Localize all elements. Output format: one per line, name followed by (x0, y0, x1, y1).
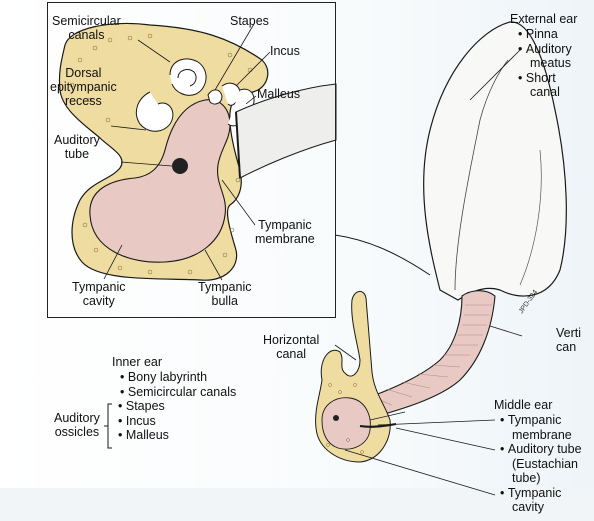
ossicles-list: Stapes Incus Malleus (118, 399, 169, 443)
pinna-outline-back (335, 235, 430, 275)
middle-ear-item: Auditory tube (500, 442, 582, 457)
ossicle-item: Malleus (118, 428, 169, 443)
external-ear-list: Pinna Auditory meatus Short canal (518, 27, 572, 100)
label-dorsal-recess: Dorsal epitympanic recess (50, 66, 117, 108)
inner-ear-list: Bony labyrinth Semicircular canals (120, 370, 236, 399)
label-malleus: Malleus (257, 87, 300, 101)
label-vertical-canal: Verti can (556, 326, 581, 354)
external-ear-item: Short (518, 71, 572, 86)
ossicle-item: Incus (118, 414, 169, 429)
ossicle-item: Stapes (118, 399, 169, 414)
external-ear-item: Pinna (518, 27, 572, 42)
label-semicircular-canals: Semicircular canals (52, 14, 121, 42)
label-horizontal-canal: Horizontal canal (263, 333, 319, 361)
label-auditory-tube: Auditory tube (54, 133, 100, 161)
external-ear-item-cont: meatus (518, 56, 572, 71)
label-auditory-ossicles: Auditory ossicles (54, 411, 100, 439)
label-tympanic-membrane: Tympanic membrane (255, 218, 315, 246)
external-ear-item: Auditory (518, 42, 572, 57)
middle-ear-item-cont: membrane (500, 428, 582, 443)
label-inner-ear: Inner ear (112, 355, 162, 369)
label-tympanic-cavity: Tympanic cavity (72, 280, 126, 308)
label-external-ear: External ear (510, 12, 577, 26)
label-incus: Incus (270, 44, 300, 58)
middle-ear-list: Tympanic membrane Auditory tube (Eustach… (500, 413, 582, 515)
label-tympanic-bulla: Tympanic bulla (198, 280, 252, 308)
middle-ear-item-cont: (Eustachian tube) (500, 457, 582, 486)
label-middle-ear: Middle ear (494, 398, 552, 412)
label-stapes: Stapes (230, 14, 269, 28)
inner-ear-item: Semicircular canals (120, 385, 236, 400)
auditory-tube-small (333, 415, 339, 421)
middle-ear-item-cont: cavity (500, 500, 582, 515)
tympanic-cavity-small (322, 398, 370, 449)
middle-ear-item: Tympanic (500, 413, 582, 428)
inner-ear-item: Bony labyrinth (120, 370, 236, 385)
ossicles-bracket (104, 404, 112, 448)
middle-ear-item: Tympanic (500, 486, 582, 501)
external-ear-item-cont: canal (518, 85, 572, 100)
